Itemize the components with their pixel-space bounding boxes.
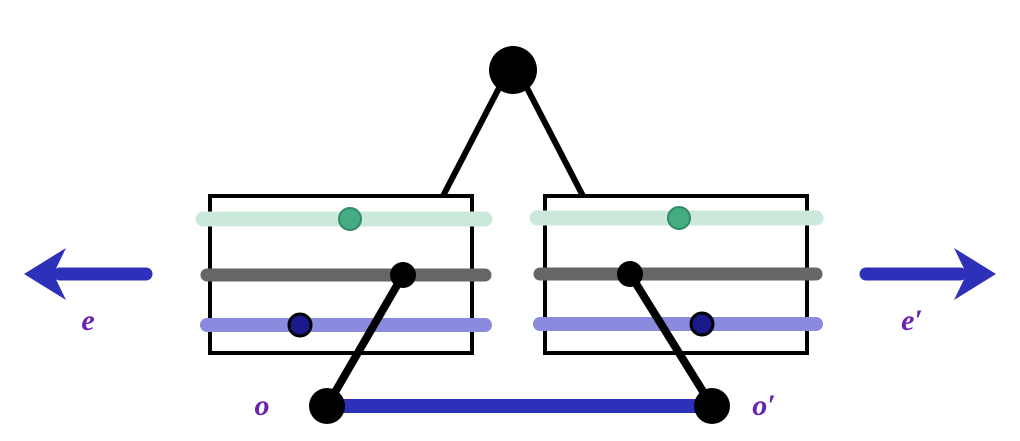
- left-bottom-node: [309, 388, 345, 424]
- left-arrow: [24, 248, 153, 300]
- edges-group: [323, 86, 716, 413]
- left-node-label: o: [255, 389, 270, 422]
- left-arrow-label: e: [81, 304, 94, 337]
- band-dots-group: [287, 206, 715, 338]
- left-arrow-head: [24, 248, 66, 300]
- left-green-band-dot: [338, 207, 362, 231]
- left-gray-band-node: [390, 262, 416, 288]
- right-bottom-node: [694, 388, 730, 424]
- apex-to-right-box-edge: [524, 86, 586, 198]
- right-diagonal-edge: [626, 271, 716, 409]
- bands-group: [195, 210, 824, 332]
- right-arrow-head: [954, 248, 996, 300]
- right-periwinkle-band-dot: [689, 311, 715, 337]
- right-arrow-label: e′: [901, 304, 923, 337]
- right-green-band-dot: [667, 206, 691, 230]
- apex-node: [489, 46, 537, 94]
- right-arrow: [859, 248, 996, 300]
- apex-to-left-box-edge: [440, 86, 502, 198]
- black-nodes-group: [309, 46, 730, 424]
- left-periwinkle-band-dot: [287, 312, 313, 338]
- left-diagonal-edge: [323, 272, 407, 409]
- right-gray-band-node: [617, 261, 643, 287]
- right-node-label: o′: [752, 389, 775, 422]
